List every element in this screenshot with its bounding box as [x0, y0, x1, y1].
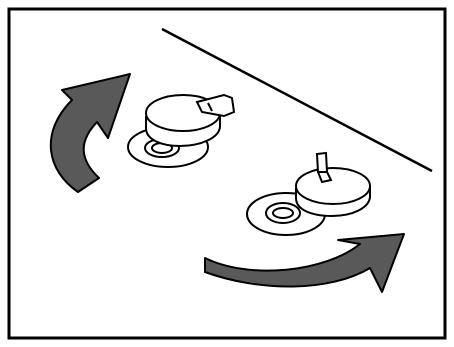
curved-right-arrow-icon	[204, 233, 405, 293]
curved-up-arrow-icon	[49, 73, 131, 193]
cap-open-upper	[127, 93, 236, 168]
diagonal-divider-line	[161, 27, 433, 173]
cap-open-lower	[246, 151, 371, 236]
